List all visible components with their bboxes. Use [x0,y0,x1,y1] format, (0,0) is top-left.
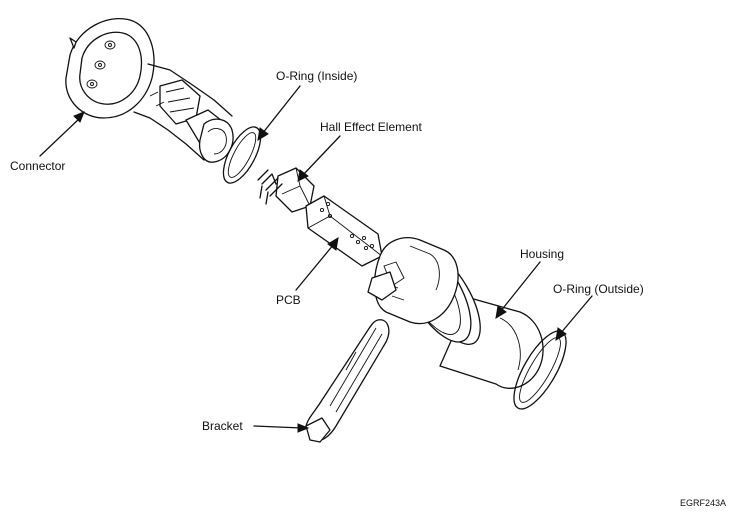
label-hall-effect-element: Hall Effect Element [320,120,422,134]
label-o-ring-inside: O-Ring (Inside) [276,69,357,83]
label-pcb: PCB [276,293,301,307]
connector-part [65,18,234,163]
label-bracket: Bracket [202,419,243,433]
leader-lines [39,85,593,433]
label-housing: Housing [520,247,564,261]
o-ring-inside-part [222,126,262,184]
label-connector: Connector [10,159,65,173]
housing-part [367,237,544,389]
bracket-part [305,319,390,443]
figure-code: EGRF243A [680,498,726,508]
label-o-ring-outside: O-Ring (Outside) [553,282,644,296]
pcb-part [305,195,383,267]
